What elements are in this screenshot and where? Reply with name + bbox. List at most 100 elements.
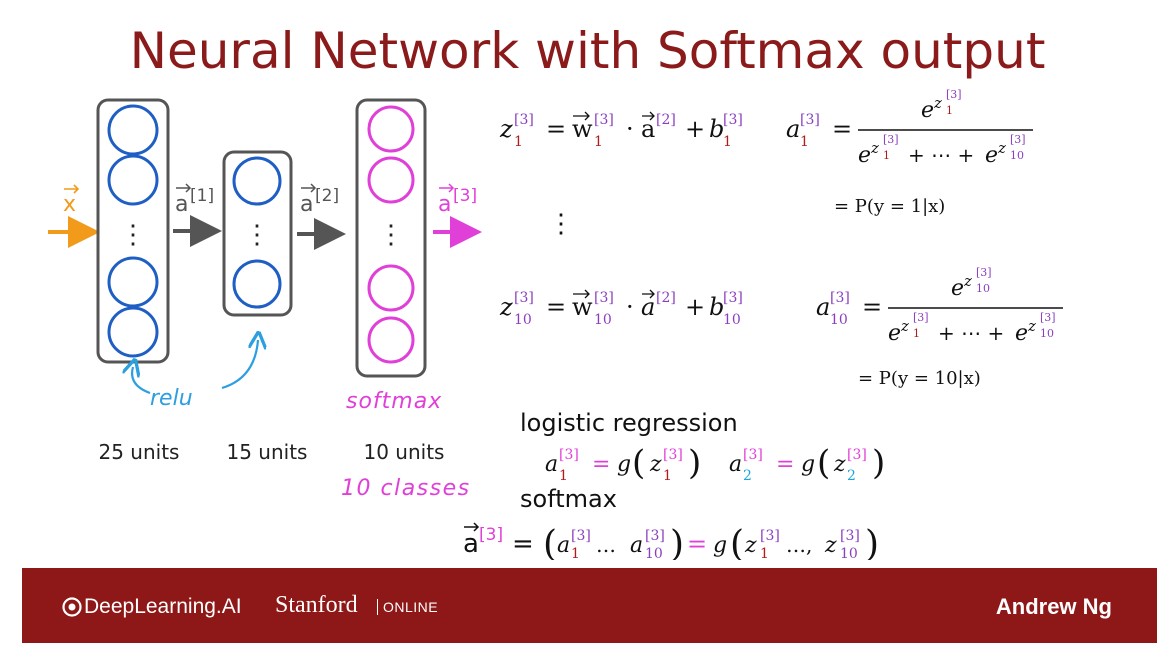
equations-vdots: ⋮ xyxy=(548,209,574,239)
svg-text:…,: …, xyxy=(786,533,812,557)
svg-text:=: = xyxy=(832,115,852,143)
svg-text:z: z xyxy=(933,94,942,112)
svg-text:[3]: [3] xyxy=(760,528,780,544)
svg-text:z: z xyxy=(900,317,909,335)
svg-text:a: a xyxy=(641,293,655,321)
svg-text:b: b xyxy=(709,115,724,143)
svg-text:1: 1 xyxy=(913,327,920,340)
softmax-annotation: softmax xyxy=(346,389,442,414)
svg-text:w: w xyxy=(572,115,593,143)
svg-text:[3]: [3] xyxy=(663,447,683,463)
svg-text:1: 1 xyxy=(723,134,732,150)
svg-text:e: e xyxy=(985,143,998,168)
deeplearning-logo-icon xyxy=(62,597,82,617)
svg-text:): ) xyxy=(865,524,879,560)
svg-text:10: 10 xyxy=(830,312,848,328)
svg-text:(: ( xyxy=(543,524,557,560)
svg-text:+ ⋯ +: + ⋯ + xyxy=(908,143,974,167)
svg-text:[1]: [1] xyxy=(190,186,214,206)
svg-text:z: z xyxy=(1027,317,1036,335)
svg-text:[3]: [3] xyxy=(594,290,614,306)
svg-text:[3]: [3] xyxy=(800,112,820,128)
svg-text:1: 1 xyxy=(594,134,603,150)
svg-text:a: a xyxy=(729,452,742,477)
svg-text:): ) xyxy=(670,524,684,560)
svg-text:z: z xyxy=(499,293,513,321)
svg-text:a: a xyxy=(300,192,313,217)
svg-text:[3]: [3] xyxy=(514,290,534,306)
svg-text:z: z xyxy=(649,452,662,477)
layer-1: ⋮ xyxy=(96,98,170,364)
svg-text:a: a xyxy=(630,533,643,558)
svg-text:10: 10 xyxy=(976,282,990,295)
svg-text:1: 1 xyxy=(559,468,568,484)
svg-text:z: z xyxy=(870,139,879,157)
softmax-heading: softmax xyxy=(520,485,617,513)
deeplearning-logo-text: DeepLearning.AI xyxy=(84,595,242,618)
svg-text:[3]: [3] xyxy=(743,447,763,463)
svg-text:e: e xyxy=(1015,321,1028,346)
units-label-3: 10 units xyxy=(364,440,445,464)
equation-a1: a [3] 1 = e z [3] 1 e z [3] 1 + ⋯ + e z … xyxy=(786,88,1033,168)
svg-text:e: e xyxy=(888,321,901,346)
svg-text:1: 1 xyxy=(760,546,769,560)
a2-label: a [2] xyxy=(300,183,339,217)
svg-text:a: a xyxy=(816,293,830,321)
svg-text:·: · xyxy=(626,115,634,143)
svg-text:1: 1 xyxy=(800,134,809,150)
svg-text:1: 1 xyxy=(883,149,890,162)
logistic-a2-equation: a [3] 2 = g ( z [3] 2 ) xyxy=(729,443,885,484)
svg-text:(: ( xyxy=(632,443,645,483)
probability-10: = P(y = 10|x) xyxy=(858,368,981,389)
relu-annotation: relu xyxy=(132,340,258,411)
svg-text:a: a xyxy=(641,115,655,143)
units-label-2: 15 units xyxy=(227,440,308,464)
svg-text:⋮: ⋮ xyxy=(378,220,404,250)
svg-text:a: a xyxy=(438,192,451,217)
a3-label: a [3] xyxy=(438,183,477,217)
svg-text:a: a xyxy=(786,115,800,143)
svg-text:e: e xyxy=(858,143,871,168)
network-diagram-and-equations: x ⋮ a [1] ⋮ a xyxy=(48,88,1063,560)
svg-text:): ) xyxy=(688,443,701,483)
svg-text:[3]: [3] xyxy=(559,447,579,463)
svg-text:10: 10 xyxy=(1040,327,1054,340)
footer-bar: DeepLearning.AI Stanford ONLINE Andrew N… xyxy=(22,568,1157,643)
svg-text:=: = xyxy=(862,293,882,321)
author-name: Andrew Ng xyxy=(995,594,1112,619)
svg-text:+: + xyxy=(685,293,705,321)
svg-text:[3]: [3] xyxy=(723,290,743,306)
svg-text:[2]: [2] xyxy=(656,290,676,306)
logistic-regression-heading: logistic regression xyxy=(520,409,738,437)
probability-1: = P(y = 1|x) xyxy=(834,196,945,217)
svg-text:b: b xyxy=(709,293,724,321)
svg-text:g: g xyxy=(617,452,631,477)
svg-text:10: 10 xyxy=(840,546,858,560)
svg-text:[3]: [3] xyxy=(453,186,477,206)
svg-text:w: w xyxy=(572,293,593,321)
equation-z10: z [3] 10 = w [3] 10 · a [2] + b [3] 10 xyxy=(499,289,743,328)
svg-text:[3]: [3] xyxy=(840,528,860,544)
svg-text:+ ⋯ +: + ⋯ + xyxy=(938,321,1004,345)
svg-text:z: z xyxy=(997,139,1006,157)
equation-z1: z [3] 1 = w [3] 1 · a [2] + b [3] 1 xyxy=(499,111,743,150)
stanford-logo: Stanford xyxy=(275,592,358,618)
svg-text:z: z xyxy=(833,452,846,477)
svg-text:1: 1 xyxy=(663,468,672,484)
svg-text:=: = xyxy=(546,115,566,143)
svg-text:=: = xyxy=(687,530,707,558)
svg-text:x: x xyxy=(63,192,76,217)
svg-text:[3]: [3] xyxy=(571,528,591,544)
svg-text:⋮: ⋮ xyxy=(244,220,270,250)
svg-text:=: = xyxy=(546,293,566,321)
svg-text:): ) xyxy=(872,443,885,483)
svg-text:[3]: [3] xyxy=(479,525,503,545)
svg-text:[3]: [3] xyxy=(946,88,962,101)
svg-text:a: a xyxy=(175,192,188,217)
svg-text:=: = xyxy=(776,452,794,477)
svg-text:⋮: ⋮ xyxy=(120,220,146,250)
classes-label: 10 classes xyxy=(341,476,471,501)
svg-text:[2]: [2] xyxy=(315,186,339,206)
svg-text:a: a xyxy=(545,452,558,477)
